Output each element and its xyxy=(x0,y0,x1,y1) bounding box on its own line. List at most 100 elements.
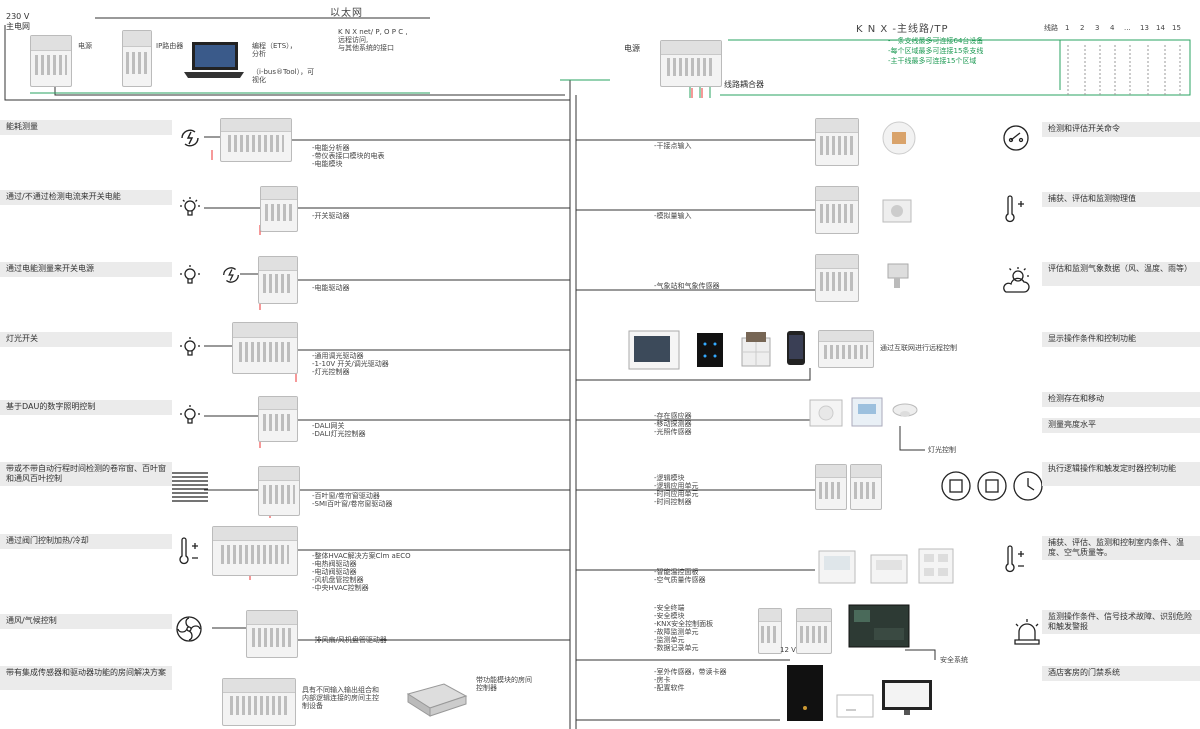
security-panel-icon xyxy=(848,604,910,648)
safety-system-label: 安全系统 xyxy=(940,656,968,664)
security-module-device xyxy=(796,608,832,654)
energy-cycle-icon xyxy=(178,126,202,154)
row-band xyxy=(1042,610,1200,634)
card-reader-icon xyxy=(786,664,824,722)
line-number: 15 xyxy=(1172,24,1181,32)
mains-label: 230 V 主电网 xyxy=(6,12,30,31)
touch-panel-icon xyxy=(628,330,680,370)
left-row-label: 带或不带自动行程时间检测的卷帘窗、百叶窗和通风百叶控制 xyxy=(6,464,166,483)
fan-actuator-device xyxy=(246,610,298,658)
alarm-light-icon xyxy=(1010,618,1044,650)
right-row-label: 检测存在和移动 xyxy=(1048,394,1104,403)
thermostat-panel-icon xyxy=(818,550,856,584)
weather-sensor-icon xyxy=(880,258,914,292)
right-row-desc: -模拟量输入 xyxy=(654,212,692,220)
security-terminal-device xyxy=(758,608,782,654)
energy-analyzer-device xyxy=(220,118,292,162)
row-band xyxy=(1042,192,1200,207)
blind-actuator-device xyxy=(258,466,300,516)
right-row-desc: -存在感应器 -移动探测器 -光照传感器 xyxy=(654,412,692,436)
switch-actuator-device xyxy=(260,186,298,232)
right-row-desc: -安全终端 -安全模块 -KNX安全控制面板 -故障监测单元 -监测单元 -数据… xyxy=(654,604,714,652)
row-band xyxy=(0,120,172,135)
right-row-desc: -智能温控面板 -空气质量传感器 xyxy=(654,568,706,584)
knx-note-3: -主干线最多可连接15个区域 xyxy=(888,57,977,65)
energy-cycle-icon xyxy=(220,264,242,290)
presence-sensor-icon xyxy=(808,398,844,428)
row-band xyxy=(1042,262,1200,286)
smartphone-icon xyxy=(786,330,806,366)
row-band xyxy=(1042,418,1200,433)
left-row-label: 通过阀门控制加热/冷却 xyxy=(6,536,89,545)
left-row-label: 带有集成传感器和驱动器功能的房间解决方案 xyxy=(6,668,166,677)
left-row-desc: -百叶窗/卷帘窗驱动器 -SMI百叶窗/卷帘窗驱动器 xyxy=(312,492,393,508)
row-band xyxy=(0,462,172,486)
line-number: 1 xyxy=(1065,24,1070,32)
time-module-device xyxy=(850,464,882,510)
line-coupler-label: 线路耦合器 xyxy=(724,80,764,89)
right-row-label: 显示操作条件和控制功能 xyxy=(1048,334,1136,343)
ethernet-label: 以太网 xyxy=(330,8,363,19)
analog-input-device xyxy=(815,186,859,234)
light-control-label: 灯光控制 xyxy=(928,446,956,454)
light-bulb-icon xyxy=(178,264,202,292)
main-power-label: 电源 xyxy=(624,44,640,53)
line-number: 14 xyxy=(1156,24,1165,32)
light-bulb-icon xyxy=(178,336,202,364)
right-row-desc: 通过互联网进行远程控制 xyxy=(880,344,957,352)
right-row-label: 捕获、评估和监测物理值 xyxy=(1048,194,1136,203)
room-master-device xyxy=(222,678,296,726)
row-band xyxy=(0,666,172,690)
row-band xyxy=(0,190,172,205)
switch-icon xyxy=(1002,124,1030,156)
right-row-label: 监测操作条件、信号技术故障、识别危险和触发警报 xyxy=(1048,612,1192,631)
knx-note-2: -每个区域最多可连接15条支线 xyxy=(888,47,984,55)
logic-module-device xyxy=(815,464,847,510)
push-button-icon xyxy=(738,330,774,370)
right-row-desc: -干接点输入 xyxy=(654,142,692,150)
left-row-desc: -DALI网关 -DALI灯光控制器 xyxy=(312,422,366,438)
row-band xyxy=(1042,122,1200,137)
left-row-label: 通过/不通过检测电流来开关电能 xyxy=(6,192,121,201)
left-row-desc: -通用调光驱动器 -1-10V 开关/调光驱动器 -灯光控制器 xyxy=(312,352,389,376)
laptop-icon xyxy=(182,40,246,80)
ip-router-label: IP路由器 xyxy=(156,42,184,50)
fan-icon xyxy=(174,614,204,648)
blind-icon xyxy=(170,470,210,510)
row-band xyxy=(0,332,172,347)
right-row-desc: -气象站和气象传感器 xyxy=(654,282,720,290)
ceiling-sensor-icon xyxy=(892,402,918,424)
light-bulb-icon xyxy=(178,196,202,224)
glass-switch-icon xyxy=(696,332,724,368)
thermometer-plus-icon xyxy=(1000,194,1030,228)
line-number: ... xyxy=(1124,24,1131,32)
knx-title: K N X -主线路/TP xyxy=(856,24,949,35)
light-bulb-icon xyxy=(178,404,202,432)
left-row-desc: -排风扇/风机盘管驱动器 xyxy=(312,636,387,644)
right-row-label: 评估和监测气象数据（风、温度、雨等） xyxy=(1048,264,1192,273)
line-number: 2 xyxy=(1080,24,1085,32)
line-number: 13 xyxy=(1140,24,1149,32)
binary-input-device xyxy=(815,118,859,166)
key-card-icon xyxy=(836,694,874,718)
ip-router-device xyxy=(122,30,152,87)
right-row-label: 检测和评估开关命令 xyxy=(1048,124,1120,133)
knxnet-label: K N X net/ P, O P C , 远程访问, 与其他系统的接口 xyxy=(338,28,408,52)
voltage-label: 12 V xyxy=(780,646,796,654)
right-row-label: 酒店客房的门禁系统 xyxy=(1048,668,1120,677)
knx-note-1: -一条支线最多可连接64台设备 xyxy=(888,37,984,45)
motion-detector-icon xyxy=(850,396,884,428)
thermometer-plus-icon xyxy=(1000,544,1030,578)
room-module-label: 带功能模块的房间 控制器 xyxy=(476,676,532,692)
ip-interface-device xyxy=(818,330,874,368)
hvac-controller-device xyxy=(212,526,298,576)
monitor-icon xyxy=(880,678,934,718)
right-row-desc: -室外传感器，带读卡器 -房卡 -配置软件 xyxy=(654,668,727,692)
row-band xyxy=(1042,536,1200,560)
left-row-label: 能耗测量 xyxy=(6,122,38,131)
power-label: 电源 xyxy=(78,42,92,50)
row-band xyxy=(1042,392,1200,407)
left-row-label: 灯光开关 xyxy=(6,334,38,343)
programming-label: 编程（ETS）， 分析 xyxy=(252,42,297,58)
